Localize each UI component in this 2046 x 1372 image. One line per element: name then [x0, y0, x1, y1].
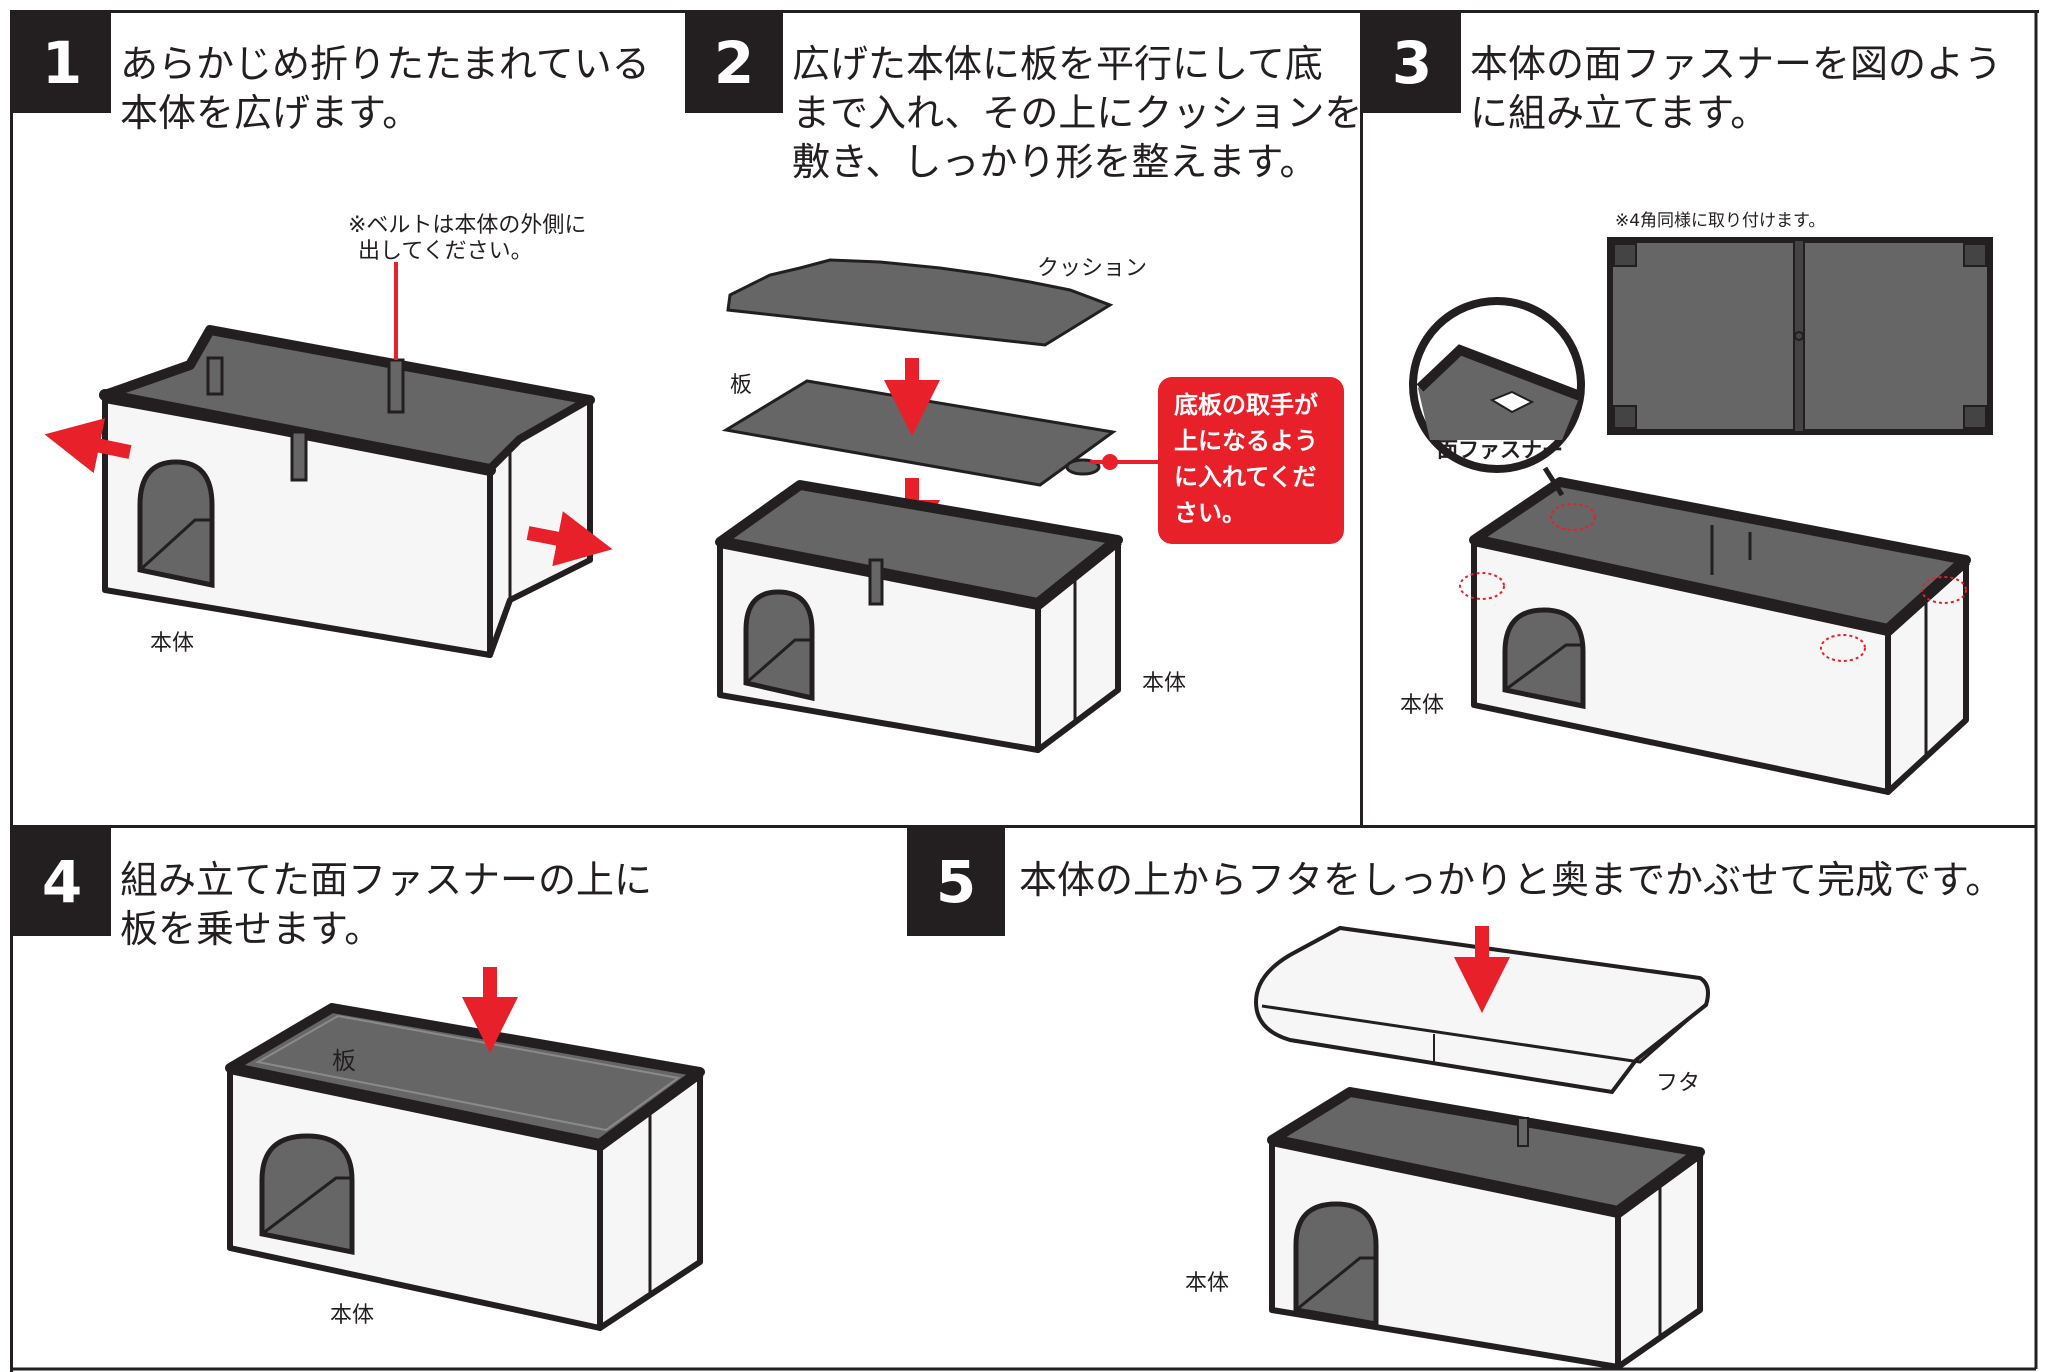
fastener-highlight: [1550, 503, 1596, 531]
body-label: 本体: [1185, 1271, 1229, 1296]
instruction-line: 本体を広げます。: [120, 91, 421, 135]
board: [721, 379, 1117, 487]
red-arrow-right: [526, 511, 613, 567]
board-on-fastener-illustration: 板 本体: [225, 967, 705, 1331]
body-label: 本体: [1400, 693, 1444, 718]
lid-cover-illustration: フタ 本体: [1185, 925, 1710, 1370]
board-label: 板: [730, 373, 752, 398]
callout-line: 底板の取手が: [1174, 391, 1318, 419]
step-number-badge: 1: [13, 13, 111, 113]
callout-box: [1158, 377, 1344, 544]
callout-line: に入れてくだ: [1174, 463, 1317, 491]
belt: [206, 356, 224, 396]
instruction-line: 敷き、しっかり形を整えます。: [792, 140, 1318, 184]
belt: [868, 558, 884, 606]
belt: [387, 358, 405, 414]
instruction-line: に組み立てます。: [1470, 91, 1769, 135]
step-instruction: 本体の面ファスナーを図のよう に組み立てます。: [1470, 40, 2002, 138]
body-label: 本体: [1142, 671, 1186, 696]
instruction-line: 板を乗せます。: [120, 907, 383, 951]
step-number-badge: 4: [13, 828, 111, 936]
step-number-badge: 2: [685, 13, 783, 113]
red-arrow-left: [44, 418, 132, 474]
corner-note: ※4角同様に取り付けます。: [1615, 211, 1825, 231]
fastener-highlight: [1820, 634, 1866, 662]
body-label: 本体: [330, 1303, 374, 1328]
step1-note-line: ※ベルトは本体の外側に: [348, 213, 586, 238]
fastener-label: 面ファスナー: [1437, 438, 1563, 462]
lid-label: フタ: [1656, 1071, 1700, 1096]
instruction-line: まで入れ、その上にクッションを: [792, 91, 1363, 135]
body-label: 本体: [150, 631, 194, 656]
cushion-label: クッション: [1037, 256, 1147, 281]
step1-note-line: 出してください。: [358, 239, 533, 264]
step-instruction: 組み立てた面ファスナーの上に 板を乗せます。: [120, 856, 652, 954]
cushion: [726, 258, 1114, 347]
step-instruction: 広げた本体に板を平行にして底 まで入れ、その上にクッションを 敷き、しっかり形を…: [792, 40, 1362, 187]
fastener-assembly-illustration: ※4角同様に取り付けます。 面ファスナー 本体: [1400, 211, 1993, 795]
instruction-line: 本体の面ファスナーを図のよう: [1470, 42, 2003, 86]
step-number-badge: 3: [1363, 13, 1461, 113]
callout-dot: [1102, 454, 1118, 470]
instruction-line: あらかじめ折りたたまれている: [120, 42, 650, 86]
instruction-line: 組み立てた面ファスナーの上に: [120, 858, 653, 902]
step-instruction: あらかじめ折りたたまれている 本体を広げます。: [120, 40, 650, 138]
step-number-badge: 5: [907, 828, 1005, 936]
step-instruction: 本体の上からフタをしっかりと奥までかぶせて完成です。: [1019, 856, 2003, 905]
unfolding-box-illustration: ※ベルトは本体の外側に 出してください。 本体: [44, 213, 613, 658]
instruction-line: 広げた本体に板を平行にして底: [792, 42, 1323, 86]
fastener-highlight: [1459, 572, 1505, 600]
step-panel-5: 5 本体の上からフタをしっかりと奥までかぶせて完成です。: [907, 825, 2036, 1372]
board-label: 板: [332, 1047, 356, 1075]
board-cushion-illustration: クッション 板 本体 底板の取手が 上になるよう に入れてくだ: [715, 256, 1344, 753]
callout-line: 上になるよう: [1174, 427, 1318, 455]
fastener-highlight: [1921, 576, 1967, 604]
belt: [290, 430, 308, 482]
callout-line: さい。: [1174, 499, 1246, 527]
instruction-line: 本体の上からフタをしっかりと奥までかぶせて完成です。: [1019, 858, 2004, 902]
